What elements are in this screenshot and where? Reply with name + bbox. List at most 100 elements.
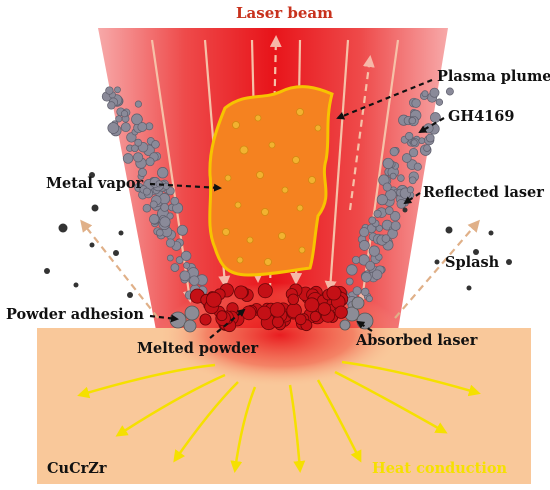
label-splash: Splash [445, 254, 500, 271]
melted-particle [257, 305, 272, 321]
powder-particle [149, 213, 160, 225]
powder-particle [445, 87, 454, 96]
label-melted-powder: Melted powder [137, 340, 259, 357]
reflected-laser-arrows [80, 219, 480, 319]
label-laser-beam: Laser beam [236, 4, 334, 22]
powder-particle [430, 112, 441, 123]
powder-particle [373, 209, 382, 218]
powder-particle [408, 176, 417, 185]
melted-particle [269, 302, 286, 318]
powder-particle [361, 271, 372, 283]
powder-particle [166, 212, 174, 220]
powder-particle [175, 256, 184, 264]
powder-particle [134, 138, 143, 147]
powder-particle [405, 132, 414, 141]
powder-particle [149, 200, 158, 209]
melted-particle [334, 305, 348, 319]
powder-particle [142, 187, 151, 196]
powder-particle [381, 234, 391, 243]
powder-particle [361, 287, 370, 297]
melted-particle [304, 297, 320, 313]
label-gh4169: GH4169 [448, 108, 515, 125]
melted-particle [234, 285, 248, 300]
powder-particle [389, 172, 397, 180]
melted-particle [216, 310, 228, 322]
splash-dots [44, 172, 512, 298]
heat-conduction-arrows [77, 360, 481, 473]
powder-particle [181, 250, 192, 262]
powder-particle [160, 203, 170, 212]
powder-particle [406, 186, 414, 194]
plasma-plume [208, 85, 334, 277]
melted-powder-cluster [189, 283, 349, 333]
metal-vapor-dots [222, 108, 322, 266]
melted-particle [205, 291, 222, 308]
powder-particle [107, 101, 116, 110]
powder-particle [401, 153, 412, 163]
melted-particle [295, 313, 307, 326]
powder-particle [411, 98, 421, 108]
powder-particle [189, 275, 200, 286]
powder-particle [138, 168, 147, 177]
powder-particle [396, 199, 407, 209]
powder-particle [421, 90, 429, 98]
powder-particle [368, 245, 380, 257]
melted-particle [257, 283, 273, 299]
label-heat-conduction: Heat conduction [372, 460, 508, 477]
powder-particle [385, 189, 397, 201]
powder-particle [151, 140, 160, 149]
label-reflected-laser: Reflected laser [423, 184, 544, 201]
powder-particle [105, 86, 114, 95]
powder-particle [346, 264, 358, 276]
powder-particle [408, 117, 417, 125]
powder-particle [397, 174, 405, 182]
label-metal-vapor: Metal vapor [46, 175, 144, 192]
powder-particle [365, 260, 376, 271]
label-plasma-plume: Plasma plume [437, 68, 550, 85]
powder-particle [156, 228, 164, 237]
powder-particle [345, 277, 354, 286]
melted-particle [326, 285, 342, 301]
powder-particle [157, 167, 169, 179]
melted-particle [287, 293, 300, 306]
powder-particle [351, 255, 361, 265]
powder-particle [352, 286, 362, 296]
powder-particle [165, 238, 176, 248]
powder-particle [385, 206, 394, 215]
melted-particle [309, 310, 321, 322]
powder-particle [390, 220, 401, 231]
powder-particle [413, 162, 422, 171]
powder-particle [365, 295, 373, 303]
powder-particle [120, 122, 131, 133]
powder-particle [179, 270, 191, 282]
powder-particle [429, 87, 440, 98]
powder-particle [170, 263, 180, 272]
powder-particle [142, 203, 152, 213]
powder-particle [133, 152, 144, 163]
powder-particle [137, 122, 148, 132]
powder-particle [418, 137, 426, 145]
label-powder-adhesion: Powder adhesion [6, 306, 144, 323]
powder-particle [145, 157, 155, 167]
powder-particle [183, 261, 191, 269]
label-absorbed-laser: Absorbed laser [356, 332, 478, 349]
powder-particle [376, 194, 388, 206]
powder-particle [435, 98, 444, 106]
melted-particle [317, 302, 332, 316]
melted-particle [199, 313, 212, 326]
powder-particle [107, 122, 120, 134]
powder-particle [368, 216, 377, 225]
powder-particle [122, 153, 134, 164]
powder-particle [425, 133, 435, 143]
label-pointers [149, 78, 445, 339]
powder-particle [382, 157, 394, 169]
powder-particle [170, 196, 179, 206]
label-substrate: CuCrZr [47, 460, 107, 477]
melted-particle [241, 305, 257, 321]
powder-particle [359, 240, 370, 251]
powder-particle [159, 216, 171, 228]
powder-particle [134, 100, 142, 108]
powder-particle [389, 147, 399, 157]
powder-particle [359, 227, 370, 238]
